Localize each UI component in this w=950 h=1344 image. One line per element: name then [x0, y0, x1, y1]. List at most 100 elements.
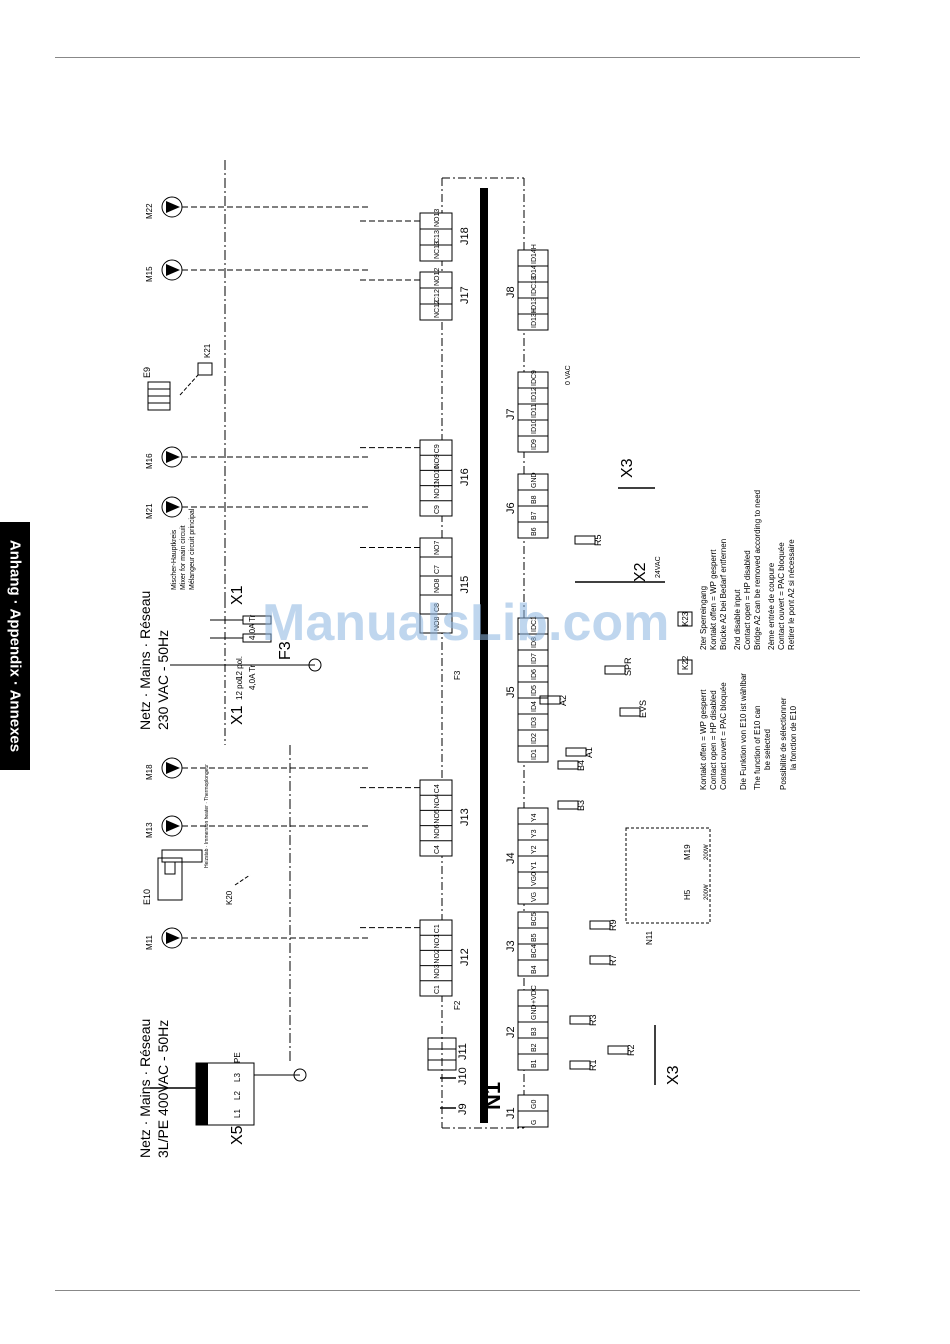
f2-label: F2 [453, 1000, 462, 1010]
pin-label: C1 [434, 924, 441, 933]
notes: Kontakt offen = WP gesperrt Contact open… [699, 490, 798, 790]
sensor-label: A2 [558, 695, 568, 706]
n11-label: N11 [645, 930, 654, 945]
pin-label: ID6 [531, 669, 538, 680]
j11-label: J11 [457, 1043, 469, 1060]
connector-label: J5 [505, 686, 517, 698]
connector-label: J13 [459, 808, 471, 826]
sensor-label: EVS [638, 700, 648, 718]
note-en-4: Bridge A2 can be removed according to ne… [753, 490, 762, 650]
watermark: ManualsLib.com [262, 594, 669, 652]
pin-label: C12 [434, 289, 441, 302]
motor-m21: M21 [145, 496, 370, 519]
note-fr-4: Retirer le pont A2 si nécessaire [787, 539, 796, 650]
motor-label: M16 [145, 453, 154, 469]
pin-label: C4 [434, 784, 441, 793]
note-fr-3: Contact ouvert = PAC bloquée [777, 542, 786, 650]
pin-label: C9 [434, 505, 441, 514]
pin-label: NO3 [434, 964, 441, 979]
pin-label: NO11 [434, 481, 441, 499]
sensor-label: R7 [608, 954, 618, 966]
pin-label: C1 [434, 985, 441, 994]
pin-label: NO1 [434, 934, 441, 949]
e10-label: E10 [142, 889, 152, 905]
h5-rating: 200W [704, 884, 710, 900]
note-en-6: be selected [763, 729, 772, 770]
sensor-label: R3 [588, 1014, 598, 1026]
pin-label: ID3 [531, 717, 538, 728]
m21-desc-line: Mixer for main circuit [180, 525, 187, 590]
pin-label: ID10 [531, 419, 538, 434]
note-de2: Die Funktion von E10 ist wählbar [739, 673, 748, 790]
note-de-3: Kontakt offen = WP gesperrt [709, 549, 718, 650]
connector-label: J6 [505, 502, 517, 514]
pin-label: ID8 [531, 637, 538, 648]
ground-symbol-2 [308, 658, 322, 672]
pin-label: C8 [434, 603, 441, 612]
sensor-b4: B4 [557, 760, 586, 771]
pin-label: BC4 [531, 944, 538, 958]
pin-label: B5 [531, 933, 538, 942]
pin-label: ID7 [531, 653, 538, 664]
motor-m15: M15 [145, 259, 370, 282]
sensor-label: R5 [593, 534, 603, 546]
note-de-1: Kontakt offen = WP gesperrt [699, 689, 708, 790]
pin-label: ID13 [531, 297, 538, 312]
pin-label: NO5 [434, 809, 441, 824]
mains-mid-line2: 230 VAC - 50Hz [155, 630, 171, 730]
x5-pin: L3 [233, 1073, 242, 1082]
motor-m18: M18 [145, 757, 370, 780]
pin-label: NO7 [434, 541, 441, 556]
pin-label: VG0 [531, 872, 538, 886]
pin-label: Y4 [531, 813, 538, 822]
sensor-label: B4 [576, 760, 586, 771]
f3-label: F3 [277, 641, 294, 660]
pin-label: G [531, 1120, 538, 1125]
pin-label: B6 [531, 527, 538, 536]
note-en-5: The function of E10 can [753, 706, 762, 791]
k20-relay: K20 [225, 874, 251, 905]
m19-rating: 200W [704, 844, 710, 860]
section-tab[interactable]: Anhang · Appendix · Annexes [0, 522, 30, 770]
x1-pol-2: 12 pol. [235, 676, 244, 700]
sensor-evs: EVS [619, 700, 648, 718]
mains-left-group: Netz · Mains · Réseau 3L/PE 400VAC - 50H… [137, 1019, 307, 1158]
pin-label: NO4 [434, 794, 441, 809]
pin-label: NO13 [434, 209, 441, 227]
motor-label: M13 [145, 822, 154, 838]
pin-label: ID9 [531, 439, 538, 450]
sensor-r2: R2 [607, 1044, 636, 1056]
motor-m22: M22 [145, 196, 370, 219]
connector-label: J3 [505, 940, 517, 952]
pin-label: +VDC [531, 985, 538, 1004]
fuse1-rating: 4,0A Tr [248, 614, 257, 640]
motor-label: M22 [145, 203, 154, 219]
pin-label: NO10 [434, 465, 441, 483]
connector-label: J16 [459, 468, 471, 486]
bottom-rule [55, 1290, 860, 1291]
pin-label: ID11 [531, 404, 538, 418]
connector-label: J8 [505, 286, 517, 298]
sensor-r1: R1 [569, 1059, 598, 1071]
e9-label: E9 [142, 367, 152, 378]
k23-label: K23 [681, 611, 690, 626]
pin-label: C7 [434, 565, 441, 574]
k22-label: K22 [681, 655, 690, 670]
m21-desc: Mischer-Hauptkreis Mixer for main circui… [171, 508, 196, 590]
k22-relay [677, 659, 693, 675]
sensor-r7: R7 [589, 954, 618, 966]
sensor-label: R9 [608, 919, 618, 931]
pin-label: ID14H [531, 244, 538, 264]
x2-label: X2 [632, 562, 649, 582]
connector-label: J1 [505, 1107, 517, 1119]
mains-mid-group: Netz · Mains · Réseau 230 VAC - 50Hz X1 … [137, 585, 322, 745]
